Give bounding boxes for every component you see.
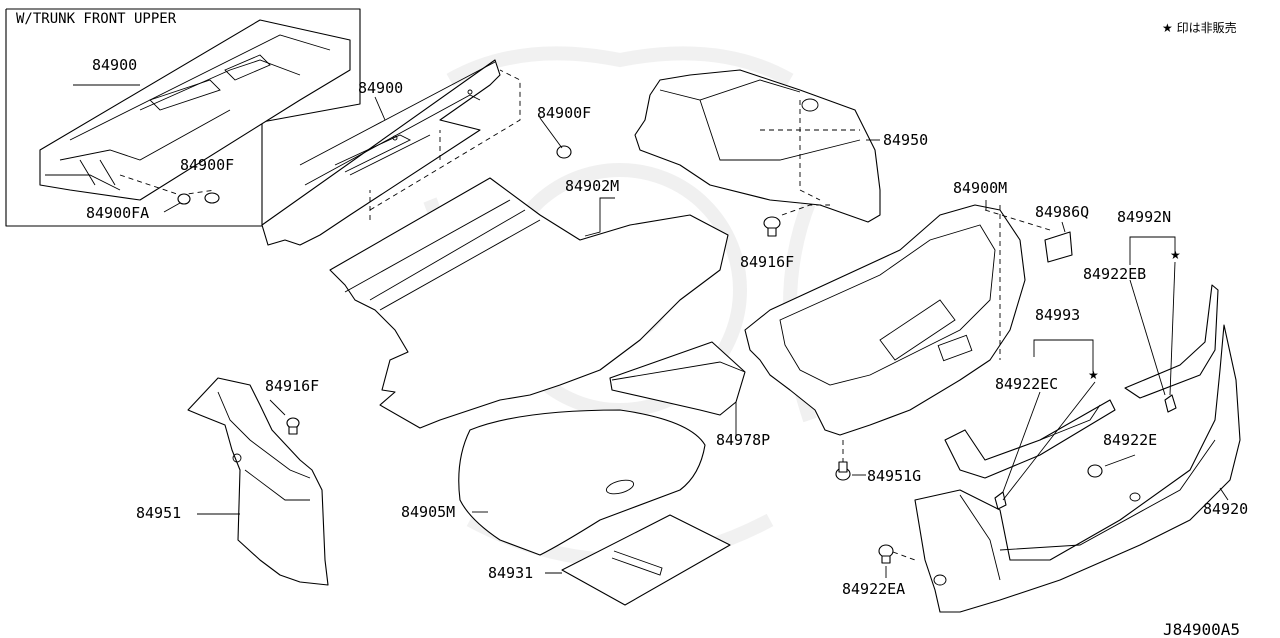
callout-84931[interactable]: 84931 [488,564,534,582]
part-84992N [1124,236,1219,399]
callout-84905M[interactable]: 84905M [401,503,456,521]
callout-inset-84900FA[interactable]: 84900FA [86,204,150,222]
callout-84916F-top[interactable]: 84916F [740,253,795,271]
callout-84900M[interactable]: 84900M [953,179,1008,197]
part-84978P [609,341,746,436]
callout-84993[interactable]: 84993 [1035,306,1081,324]
part-84993 [944,339,1116,479]
callout-84900[interactable]: 84900 [358,79,404,97]
callout-84922EA[interactable]: 84922EA [842,580,906,598]
part-84920 [914,324,1241,613]
callout-84986Q[interactable]: 84986Q [1035,203,1090,221]
clip-84900F [539,117,572,159]
inset-part-84900 [39,19,351,201]
callout-84978P[interactable]: 84978P [716,431,771,449]
part-84900M [744,200,1051,436]
callout-84902M[interactable]: 84902M [565,177,620,195]
inset-title: W/TRUNK FRONT UPPER [16,11,177,27]
part-84931 [545,514,731,606]
diagram-code: J84900A5 [1163,620,1241,638]
callout-84950[interactable]: 84950 [883,131,929,149]
callout-84922EB[interactable]: 84922EB [1083,265,1147,283]
clip-84922EB [1164,394,1177,413]
callout-inset-84900F[interactable]: 84900F [180,156,235,174]
callout-84922E[interactable]: 84922E [1103,431,1158,449]
not-for-sale-note: ★ 印は非販売 [1162,21,1237,35]
callout-inset-84900[interactable]: 84900 [92,56,138,74]
part-84902M [329,177,729,429]
callout-84916F-left[interactable]: 84916F [265,377,320,395]
part-84951 [187,377,329,586]
clip-84922EA [878,544,916,578]
clip-84916F-top [763,204,830,237]
clip-84922E [1087,454,1136,478]
callout-84951[interactable]: 84951 [136,504,182,522]
part-84986Q [1044,221,1073,263]
clip-84916F-left [269,399,300,435]
callout-84920[interactable]: 84920 [1203,500,1249,518]
part-84900 [261,59,521,246]
part-84950 [634,69,881,223]
star-84992N: ★ [1170,248,1181,262]
callout-84922EC[interactable]: 84922EC [995,375,1059,393]
callout-84951G[interactable]: 84951G [867,467,922,485]
clip-84951G [835,440,866,481]
inset-clips [163,192,220,213]
callout-84900F[interactable]: 84900F [537,104,592,122]
callout-84992N[interactable]: 84992N [1117,208,1172,226]
part-84905M [458,409,706,556]
star-84993: ★ [1088,368,1099,382]
clip-84922EC [994,381,1096,510]
